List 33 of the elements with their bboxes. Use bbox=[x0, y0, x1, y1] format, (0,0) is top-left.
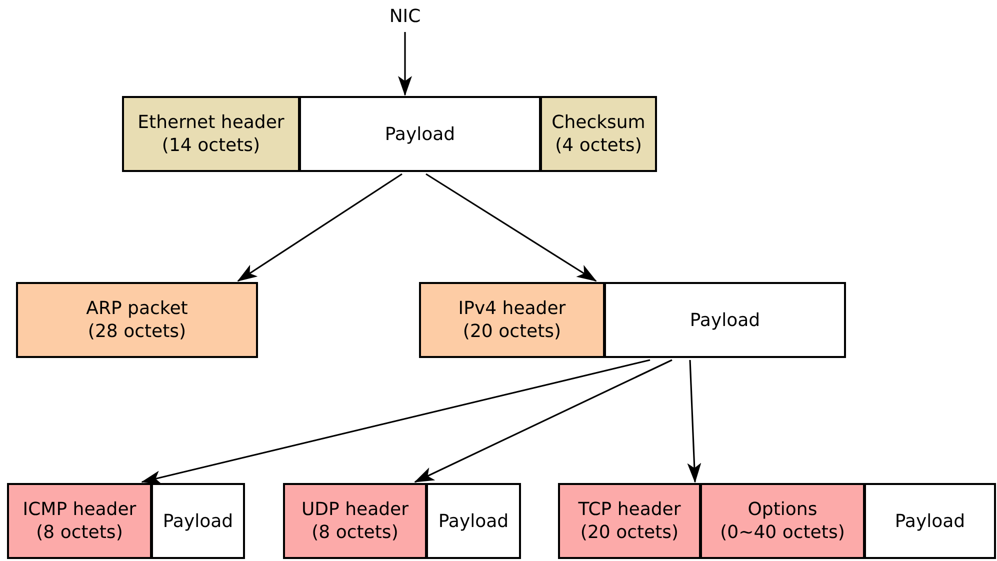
box-label: ARP packet (28 octets) bbox=[85, 297, 189, 343]
field-box bbox=[151, 483, 245, 559]
box-label: Payload bbox=[437, 510, 510, 532]
box-label: Checksum (4 octets) bbox=[550, 111, 646, 157]
box-label: Payload bbox=[162, 510, 234, 532]
box-label: Options (0~40 octets) bbox=[719, 498, 846, 544]
arrow bbox=[237, 173, 402, 282]
arrow bbox=[141, 359, 650, 484]
node-label: NIC bbox=[388, 4, 422, 28]
box-label: IPv4 header (20 octets) bbox=[457, 297, 567, 343]
field-box bbox=[540, 96, 657, 172]
box-label: TCP header (20 octets) bbox=[577, 498, 682, 544]
box-label: Payload bbox=[688, 308, 762, 332]
box-label: UDP header (8 octets) bbox=[300, 498, 410, 544]
field-box bbox=[426, 483, 521, 559]
field-box bbox=[419, 282, 605, 358]
field-box bbox=[283, 483, 427, 559]
field-box bbox=[700, 483, 865, 559]
arrow bbox=[687, 360, 702, 483]
field-box bbox=[299, 96, 541, 172]
field-box bbox=[7, 483, 152, 559]
field-box bbox=[864, 483, 996, 559]
field-box bbox=[16, 282, 258, 358]
arrow bbox=[398, 32, 412, 96]
box-label: Payload bbox=[384, 122, 456, 146]
arrow bbox=[426, 173, 597, 282]
box-label: Payload bbox=[894, 510, 966, 532]
arrow bbox=[414, 359, 672, 483]
field-box bbox=[558, 483, 701, 559]
box-label: ICMP header (8 octets) bbox=[22, 498, 138, 544]
field-box bbox=[604, 282, 846, 358]
box-label: Ethernet header (14 octets) bbox=[136, 111, 286, 157]
field-box bbox=[122, 96, 300, 172]
